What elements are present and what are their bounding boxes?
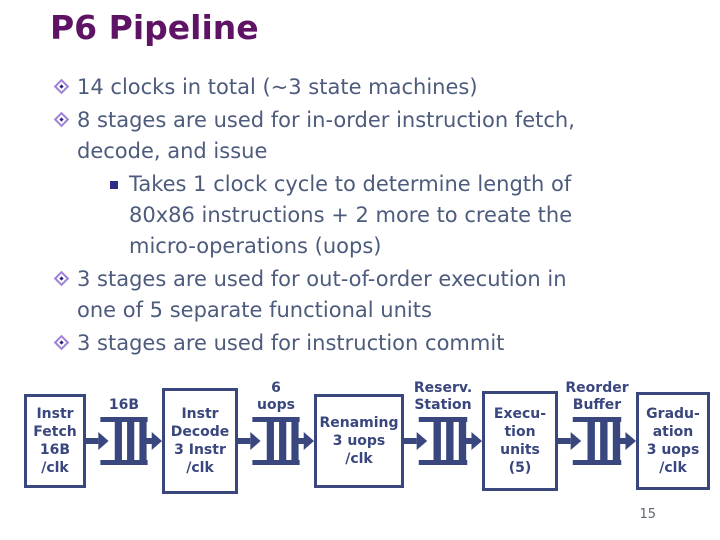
list-item: Takes 1 clock cycle to determine length …: [110, 169, 710, 262]
bullet-text: 14 clocks in total (~3 state machines): [77, 75, 478, 99]
arrow-right-icon: [404, 432, 428, 450]
queue-connector: Reorder Buffer: [558, 380, 636, 471]
bullet-text: 3 stages are used for instruction commit: [77, 331, 505, 355]
fifo-buffer-shape: [252, 417, 300, 465]
slide-title: P6 Pipeline: [50, 8, 259, 47]
list-item: 3 stages are used for out-of-order execu…: [53, 264, 710, 326]
bullet-text: 8 stages are used for in-order instructi…: [77, 108, 575, 163]
diamond-bullet-icon: [53, 334, 70, 351]
page-number: 15: [639, 507, 656, 522]
stage-box-graduation: Gradu- ation 3 uops /clk: [636, 392, 710, 490]
fifo-queue-icon: [86, 417, 162, 465]
arrow-right-icon: [238, 432, 261, 450]
stage-box-execution-units: Execu- tion units (5): [482, 391, 558, 491]
queue-label: Reorder Buffer: [565, 380, 629, 414]
diamond-bullet-icon: [53, 111, 70, 128]
arrow-right-icon: [619, 432, 636, 450]
list-item: 8 stages are used for in-order instructi…: [53, 105, 710, 167]
arrow-right-icon: [558, 432, 582, 450]
fifo-queue-icon: [238, 417, 314, 465]
queue-label: 16B: [108, 397, 140, 414]
stage-box-renaming: Renaming 3 uops /clk: [314, 394, 404, 488]
fifo-buffer-shape: [100, 417, 148, 465]
bullet-text: 3 stages are used for out-of-order execu…: [77, 267, 567, 322]
queue-label: 6 uops: [257, 380, 295, 414]
square-bullet-icon: [110, 181, 118, 189]
arrow-right-icon: [145, 432, 162, 450]
arrow-right-icon: [297, 432, 314, 450]
pipeline-diagram: Instr Fetch 16B /clk 16B Instr Decode 3 …: [24, 380, 710, 502]
list-item: 14 clocks in total (~3 state machines): [53, 72, 710, 103]
diamond-bullet-icon: [53, 270, 70, 287]
bullet-text: Takes 1 clock cycle to determine length …: [129, 172, 573, 258]
arrow-right-icon: [465, 432, 482, 450]
fifo-buffer-shape: [572, 417, 622, 465]
stage-box-instr-decode: Instr Decode 3 Instr /clk: [162, 388, 238, 494]
diamond-bullet-icon: [53, 78, 70, 95]
fifo-queue-icon: [558, 417, 636, 465]
fifo-buffer-shape: [418, 417, 468, 465]
fifo-queue-icon: [404, 417, 482, 465]
queue-connector: 16B: [86, 397, 162, 471]
bullet-list: 14 clocks in total (~3 state machines) 8…: [53, 72, 710, 361]
queue-label: Reserv. Station: [413, 380, 473, 414]
arrow-right-icon: [86, 432, 109, 450]
queue-connector: Reserv. Station: [404, 380, 482, 471]
stage-box-instr-fetch: Instr Fetch 16B /clk: [24, 394, 86, 488]
queue-connector: 6 uops: [238, 380, 314, 471]
list-item: 3 stages are used for instruction commit: [53, 328, 710, 359]
